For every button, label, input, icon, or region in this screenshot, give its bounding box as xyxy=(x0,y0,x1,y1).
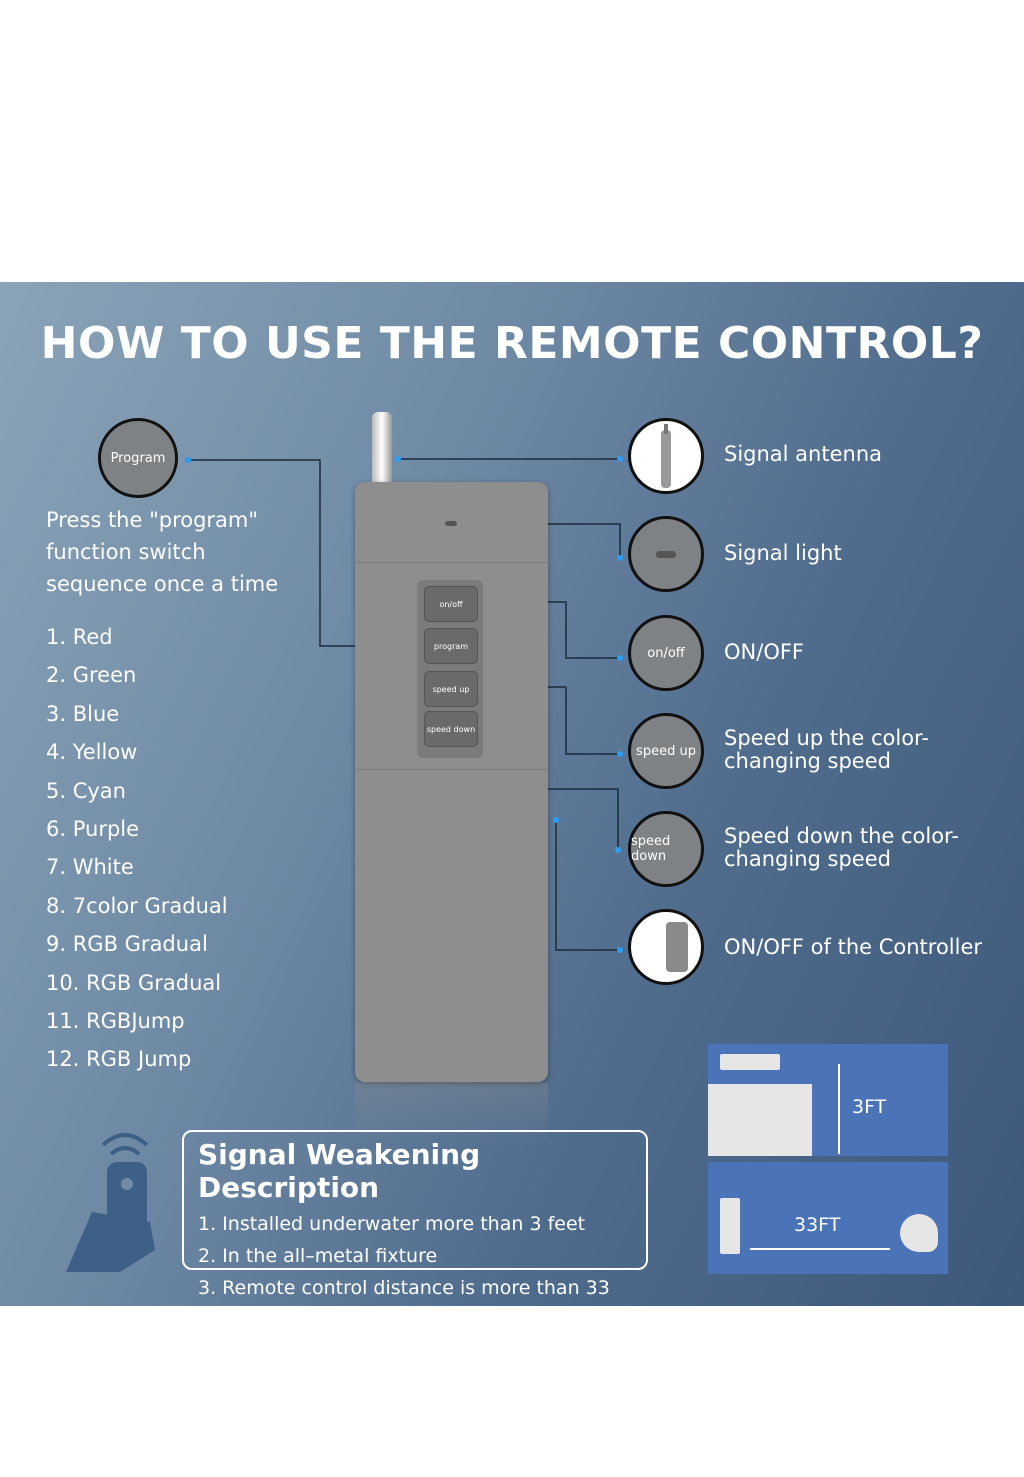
remote-reflection xyxy=(355,1082,548,1142)
remote-button-speed-down[interactable]: speed down xyxy=(424,711,478,747)
distance-diagram: 33FT xyxy=(708,1162,948,1274)
signal-light-circle xyxy=(628,516,704,592)
remote-button-speed-up[interactable]: speed up xyxy=(424,671,478,707)
antenna-circle xyxy=(628,418,704,494)
list-item: 6. Purple xyxy=(46,816,140,841)
list-item: 9. RGB Gradual xyxy=(46,932,208,957)
list-item: 4. Yellow xyxy=(46,740,138,765)
feature-label-controller: ON/OFF of the Controller xyxy=(724,935,983,959)
list-item: 11. RGBJump xyxy=(46,1008,185,1033)
pool-water xyxy=(708,1084,812,1156)
list-item: 12. RGB Jump xyxy=(46,1047,192,1072)
depth-diagram: 3FT xyxy=(708,1044,948,1156)
signal-item: 1. Installed underwater more than 3 feet xyxy=(198,1213,586,1235)
instruction-panel: HOW TO USE THE REMOTE CONTROL? Program P… xyxy=(0,282,1024,1306)
list-item: 5. Cyan xyxy=(46,778,126,803)
controller-switch-circle xyxy=(628,909,704,985)
distance-label: 33FT xyxy=(794,1214,841,1236)
intro-text: Press the "program" function switch sequ… xyxy=(46,508,279,596)
mode-list: 1. Red 2. Green 3. Blue 4. Yellow 5. Cya… xyxy=(46,618,228,1079)
signal-item: 2. In the all–metal fixture xyxy=(198,1245,438,1267)
antenna-icon xyxy=(372,412,392,484)
signal-heading: Signal Weakening Description xyxy=(198,1138,481,1204)
onoff-circle: on/off xyxy=(628,615,704,691)
controller-icon xyxy=(720,1054,780,1070)
feature-label-speed-down: Speed down the color-changing speed xyxy=(724,824,959,871)
program-circle: Program xyxy=(98,418,178,498)
signal-led-icon xyxy=(445,521,457,526)
depth-marker xyxy=(838,1064,840,1154)
feature-label-speed-up: Speed up the color-changing speed xyxy=(724,726,929,773)
remote-icon xyxy=(720,1198,740,1254)
signal-weakening-box: Signal Weakening Description 1. Installe… xyxy=(182,1130,648,1299)
list-item: 2. Green xyxy=(46,663,137,688)
list-item: 7. White xyxy=(46,855,134,880)
feature-label-onoff: ON/OFF xyxy=(724,640,805,664)
light-fixture-icon xyxy=(900,1214,938,1252)
hand-remote-icon xyxy=(66,1133,155,1272)
signal-item: 3. Remote control distance is more than … xyxy=(198,1277,610,1299)
distance-marker xyxy=(750,1248,890,1250)
list-item: 3. Blue xyxy=(46,701,120,726)
feature-label-antenna: Signal antenna xyxy=(724,442,883,466)
list-item: 8. 7color Gradual xyxy=(46,893,228,918)
page-title: HOW TO USE THE REMOTE CONTROL? xyxy=(40,318,984,369)
antenna-icon xyxy=(661,424,671,488)
remote-button-program[interactable]: program xyxy=(424,628,478,664)
depth-label: 3FT xyxy=(852,1096,887,1118)
speed-down-circle: speed down xyxy=(628,811,704,887)
signal-light-icon xyxy=(656,550,676,558)
list-item: 10. RGB Gradual xyxy=(46,970,222,995)
feature-label-signal-light: Signal light xyxy=(724,541,842,565)
remote-button-onoff[interactable]: on/off xyxy=(424,586,478,622)
switch-icon xyxy=(666,922,688,972)
speed-up-circle: speed up xyxy=(628,713,704,789)
list-item: 1. Red xyxy=(46,625,113,649)
